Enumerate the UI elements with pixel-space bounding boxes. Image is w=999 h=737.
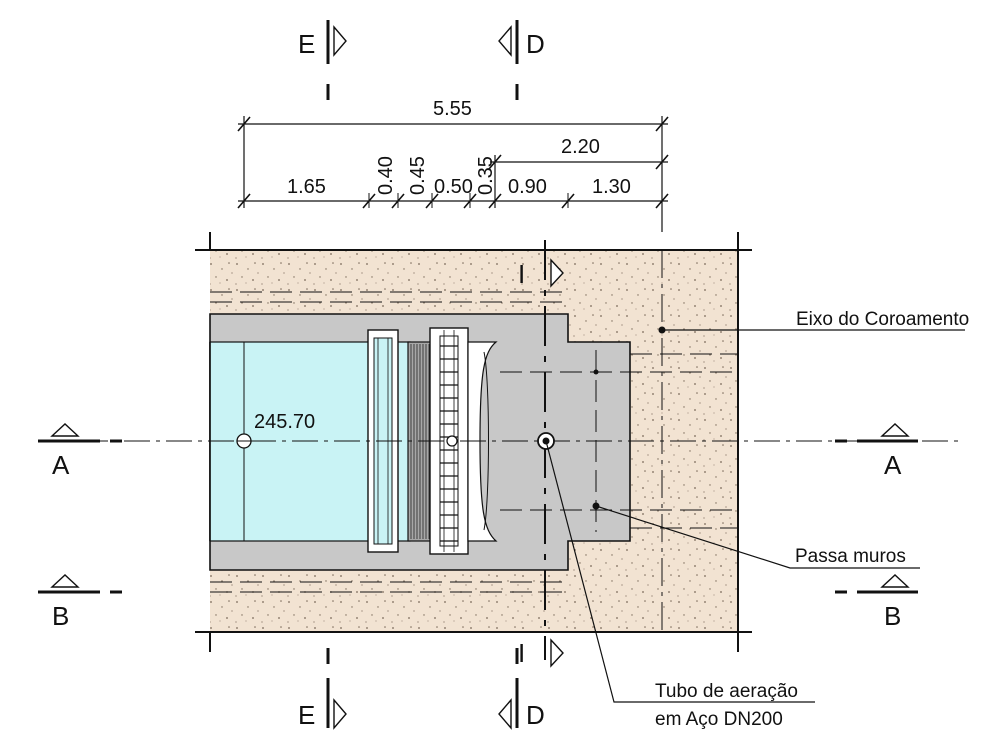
section-marker-i-top: I: [518, 258, 564, 289]
svg-text:D: D: [526, 700, 545, 730]
section-marker-e-bottom: E: [298, 648, 347, 730]
svg-text:D: D: [526, 29, 545, 59]
section-marker-i-bottom: I: [518, 638, 564, 668]
label-crest-axis: Eixo do Coroamento: [796, 309, 969, 330]
elevation-marker: [236, 433, 252, 449]
boundary-lines: [195, 232, 752, 652]
svg-text:B: B: [884, 601, 901, 631]
section-marker-a-left: A: [38, 423, 122, 480]
gate-center-point: [446, 435, 458, 447]
label-aeration-tube-line1: Tubo de aeração: [655, 681, 798, 702]
dim-overall: 5.55: [433, 98, 472, 120]
section-marker-d-top: D: [498, 20, 545, 100]
dim-1-65: 1.65: [287, 176, 326, 198]
dimension-ticks: [237, 116, 669, 209]
dim-0-50: 0.50: [434, 176, 473, 198]
leader-lines: [545, 329, 965, 703]
dimension-lines: [238, 116, 668, 232]
dim-0-90: 0.90: [508, 176, 547, 198]
svg-text:I: I: [518, 259, 525, 289]
svg-text:A: A: [884, 450, 902, 480]
svg-text:I: I: [518, 638, 525, 668]
svg-text:A: A: [52, 450, 70, 480]
hidden-pipe-lines: [210, 291, 738, 593]
label-wall-sleeves: Passa muros: [795, 546, 906, 567]
dim-0-40: 0.40: [375, 156, 397, 195]
elevation-label: 245.70: [254, 411, 315, 433]
dim-right-partial: 2.20: [561, 136, 600, 158]
svg-text:E: E: [298, 29, 315, 59]
section-marker-a-right: A: [835, 423, 918, 480]
section-marker-e-top: E: [298, 20, 347, 100]
section-marker-d-bottom: D: [498, 648, 545, 730]
svg-text:E: E: [298, 700, 315, 730]
section-marker-b-left: B: [38, 574, 122, 631]
dim-0-35: 0.35: [475, 156, 497, 195]
svg-text:B: B: [52, 601, 69, 631]
label-aeration-tube-line2: em Aço DN200: [655, 709, 783, 730]
dim-1-30: 1.30: [592, 176, 631, 198]
section-marker-b-right: B: [835, 574, 918, 631]
dim-0-45: 0.45: [407, 156, 429, 195]
